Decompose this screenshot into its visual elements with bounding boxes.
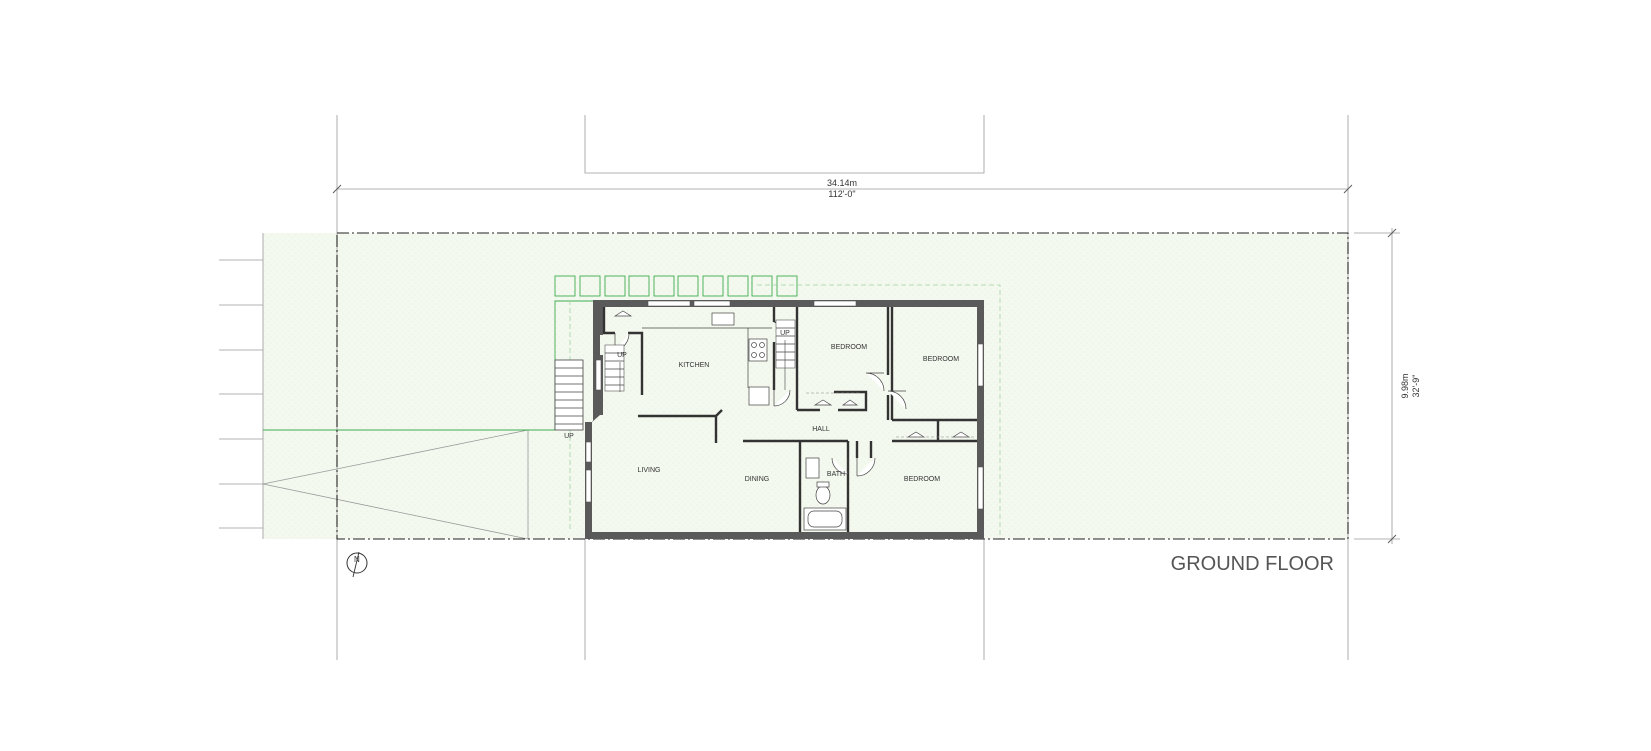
windows — [585, 300, 984, 510]
interior-stair: UP — [775, 319, 796, 390]
room-label-bedroom-2: BEDROOM — [923, 356, 959, 363]
stair-up-label-entry: UP — [617, 352, 627, 359]
interior-walls — [602, 307, 977, 532]
width-dimension: 34.14m 112'-0" — [332, 178, 1353, 199]
width-imperial-label: 112'-0" — [828, 189, 855, 199]
stair-up-label-exterior: UP — [564, 433, 574, 440]
stair-up-label-hall: UP — [780, 330, 790, 337]
depth-metric-label: 9.98m — [1400, 373, 1410, 398]
entry-stair: UP — [604, 344, 627, 392]
drawing-title: GROUND FLOOR — [1171, 553, 1334, 575]
room-label-bedroom-3: BEDROOM — [904, 476, 940, 483]
depth-imperial-label: 32'-9" — [1411, 375, 1421, 398]
north-label: N — [354, 555, 360, 564]
planter-row — [554, 275, 798, 297]
closet-hangers — [613, 310, 975, 438]
kitchen-fixtures — [642, 312, 772, 406]
adjacent-building-outline — [584, 115, 985, 174]
north-arrow-icon: N — [346, 551, 368, 578]
depth-dimension: 9.98m 32'-9" — [1354, 228, 1421, 544]
yard-area — [263, 233, 1348, 539]
room-label-bath: BATH — [827, 471, 845, 478]
room-label-living: LIVING — [638, 467, 661, 474]
bath-fixtures — [803, 457, 847, 531]
width-metric-label: 34.14m — [827, 178, 857, 188]
room-label-hall: HALL — [812, 426, 830, 433]
street-lines — [219, 233, 529, 540]
room-labels: KITCHEN LIVING DINING HALL BATH BEDROOM … — [638, 344, 960, 483]
room-label-bedroom-1: BEDROOM — [831, 344, 867, 351]
room-label-kitchen: KITCHEN — [679, 362, 710, 369]
room-label-dining: DINING — [745, 476, 770, 483]
exterior-stair: UP — [554, 359, 584, 440]
